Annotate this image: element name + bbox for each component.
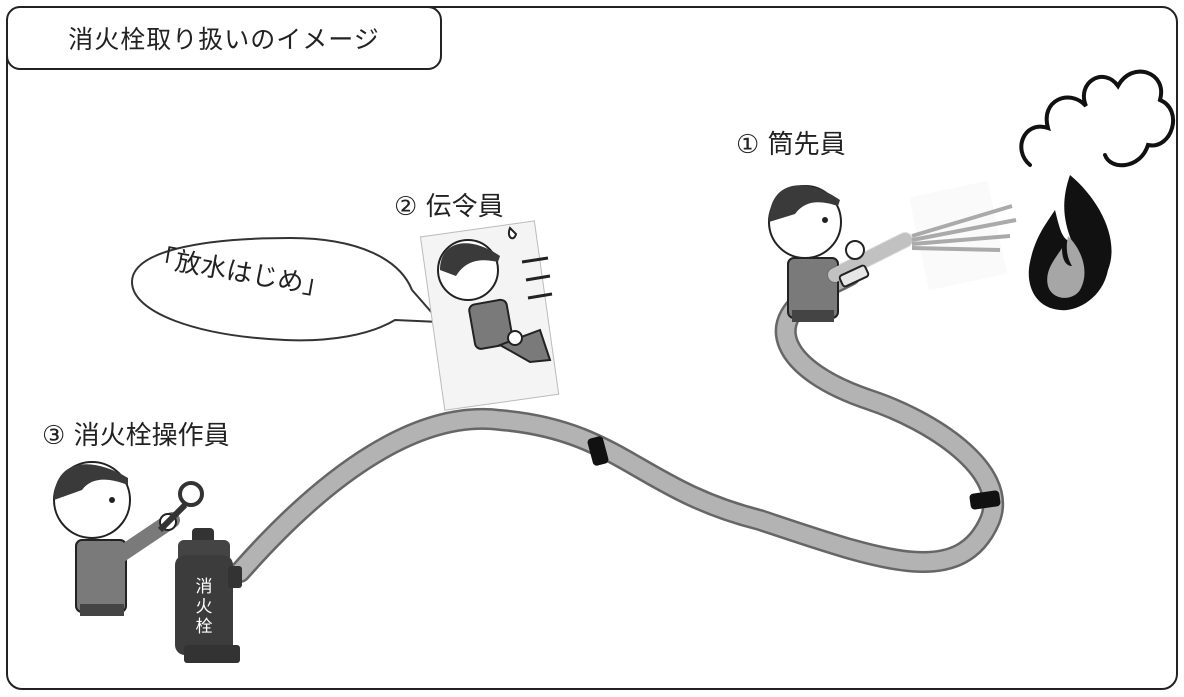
hydrant-label-char: 火: [196, 597, 213, 617]
smoke-icon: [1019, 69, 1176, 168]
diagram-title: 消火栓取り扱いのイメージ: [6, 6, 442, 70]
nozzle-operator-figure: [768, 180, 1017, 322]
hydrant-label-char: 消: [196, 577, 213, 597]
hose-coupling: [587, 436, 609, 466]
label-messenger: ② 伝令員: [394, 192, 504, 222]
messenger-figure: [419, 220, 560, 411]
hydrant-operator-figure: [53, 461, 204, 616]
fire-hydrant: 消 火 栓: [175, 528, 242, 663]
hydrant-label-char: 栓: [196, 617, 213, 637]
label-hydrant-operator: ③ 消火栓操作員: [42, 421, 230, 451]
label-nozzle-operator: ① 筒先員: [736, 130, 846, 160]
flame-icon: [1028, 175, 1112, 311]
water-spray: [909, 180, 1017, 291]
speech-bubble: [130, 236, 443, 342]
hose-coupling: [969, 490, 1001, 510]
fire-hose: [229, 264, 1004, 583]
